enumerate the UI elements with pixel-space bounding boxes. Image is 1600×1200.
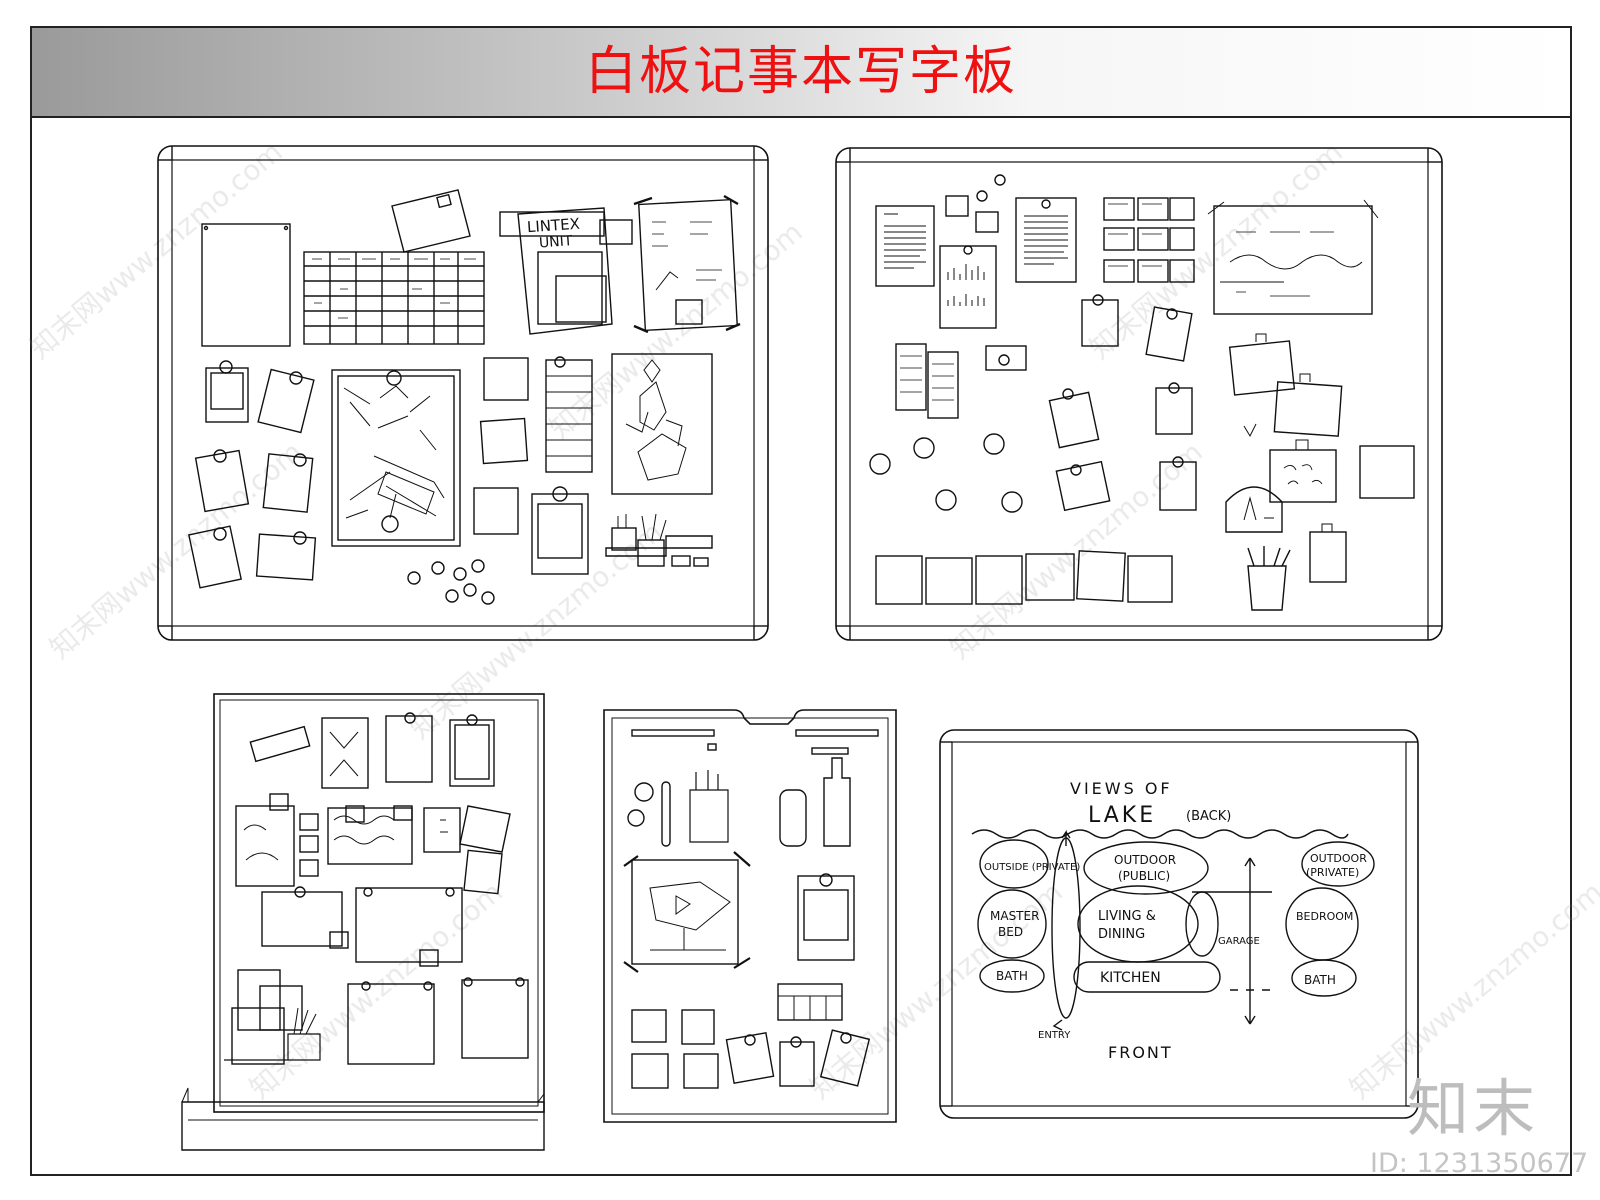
title-bar: 白板记事本写字板: [32, 28, 1570, 118]
board-4-pegboard: [603, 709, 897, 1123]
board-1-framed-map: [331, 369, 461, 547]
board-1-whiteboard: LINTEX UNIT: [157, 145, 769, 641]
board-1-abstract-art: [611, 353, 713, 495]
label-outdoor-public-2: (PUBLIC): [1118, 869, 1170, 883]
watermark-text-2: 知末网www.znzmo.com: [543, 215, 808, 445]
board-5-whiteboard: VIEWS OF LAKE (BACK) OUTSIDE (PRIVATE) O…: [939, 729, 1419, 1119]
board-2-photos: [1048, 294, 1197, 512]
board-1-calendar: [303, 251, 485, 345]
label-entry: ENTRY: [1038, 1030, 1071, 1041]
board-2-whiteboard: [835, 147, 1443, 641]
board-1-blank-sheet: [201, 223, 291, 347]
board-2-pen-cup: [1247, 546, 1291, 611]
board-1-sticky-notes: [473, 357, 529, 535]
label-back: (BACK): [1186, 809, 1231, 824]
watermark-text-4: 知末网www.znzmo.com: [43, 435, 308, 665]
board-1-sketch-note: [633, 194, 741, 334]
board-5-floor-plan-sketch: [971, 829, 1375, 1031]
label-outdoor-private-1: OUTDOOR: [1310, 852, 1367, 865]
board-5-handwriting: VIEWS OF LAKE (BACK) OUTSIDE (PRIVATE) O…: [984, 779, 1367, 1062]
lintex-label-line2: UNIT: [538, 233, 573, 251]
board-2-clip-notes: [1228, 333, 1415, 583]
board-4-items: [623, 729, 879, 1089]
label-bath-left: BATH: [996, 969, 1028, 983]
watermark-logo: 知末: [1407, 1072, 1540, 1145]
label-bedroom: BEDROOM: [1296, 910, 1353, 923]
board-1-list-sheet: [545, 356, 593, 473]
board-1-lintex-poster: LINTEX UNIT: [499, 207, 633, 335]
board-1-pinned-photo: [531, 486, 589, 575]
watermark-text-6: 知末网www.znzmo.com: [943, 435, 1208, 665]
board-3-pinned-items: [224, 712, 529, 1065]
board-2-documents: [875, 174, 1077, 329]
board-1-photo-prints-left: [188, 360, 317, 589]
label-kitchen: KITCHEN: [1100, 970, 1161, 986]
label-garage: GARAGE: [1218, 936, 1260, 947]
label-master-bed-2: BED: [998, 925, 1023, 939]
board-2-diagram-sheet: [1207, 199, 1379, 315]
board-3-pinboard: [181, 693, 545, 1151]
label-outdoor-public-1: OUTDOOR: [1114, 853, 1176, 867]
watermark-text-1: 知末网www.znzmo.com: [23, 135, 288, 365]
board-2-sticky-row: [875, 550, 1173, 605]
board-1-postcard: [391, 189, 471, 253]
board-2-lists: [895, 343, 1027, 419]
watermark-text-7: 知末网www.znzmo.com: [243, 875, 508, 1105]
label-bath-right: BATH: [1304, 973, 1336, 987]
label-master-bed-1: MASTER: [990, 909, 1039, 923]
board-2-magnets: [869, 433, 1023, 513]
label-living-1: LIVING &: [1098, 909, 1156, 924]
label-outside-private: OUTSIDE (PRIVATE): [984, 862, 1080, 873]
label-outdoor-private-2: (PRIVATE): [1306, 866, 1359, 879]
page-title: 白板记事本写字板: [584, 42, 1017, 102]
drawing-sheet-border: [30, 26, 1572, 1176]
label-lake: LAKE: [1088, 803, 1156, 828]
board-1-desk-organizer: [605, 513, 713, 567]
label-views-of: VIEWS OF: [1070, 779, 1173, 798]
board-2-card-grid: [1103, 197, 1195, 283]
lintex-label-line1: LINTEX: [526, 215, 580, 237]
board-1-push-pins: [407, 559, 495, 605]
watermark-id: ID: 1231350677: [1370, 1148, 1589, 1179]
board-2-arch-card: [1225, 486, 1283, 533]
label-living-2: DINING: [1098, 927, 1145, 942]
label-front: FRONT: [1108, 1043, 1173, 1062]
